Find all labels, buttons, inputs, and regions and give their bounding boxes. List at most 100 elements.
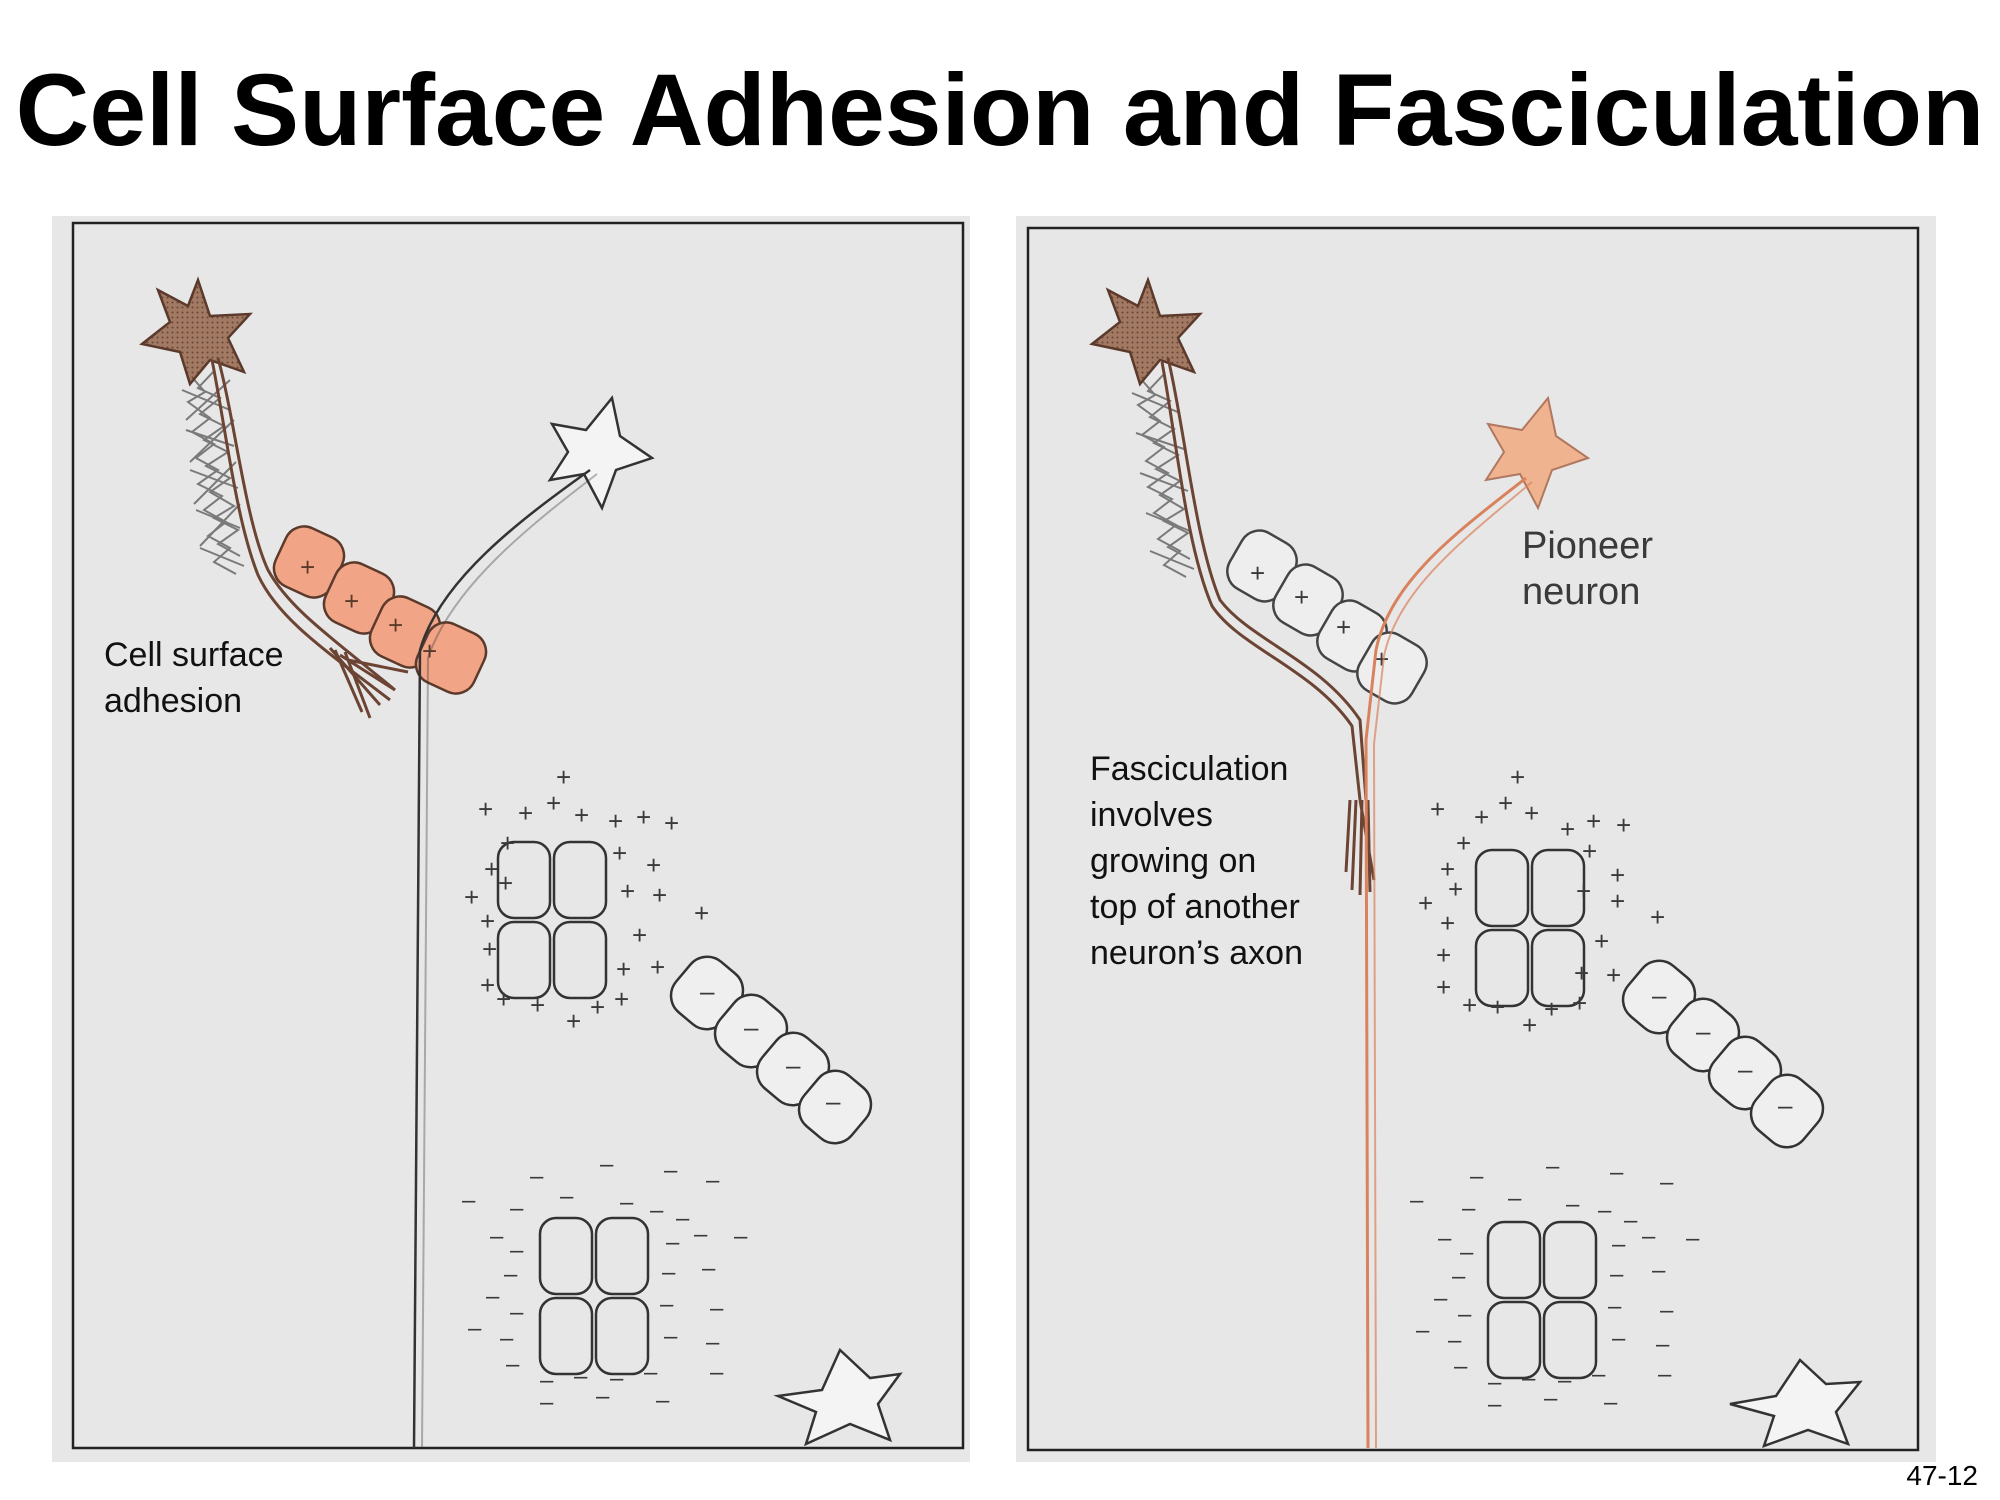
positive-charges: +++++ +++++ +++++ +++++ +++++ +++ — [464, 762, 709, 1036]
svg-text:–: – — [1546, 1153, 1560, 1180]
pioneer-neuron-label-line2: neuron — [1522, 571, 1640, 613]
svg-text:–: – — [694, 1221, 708, 1248]
adhesion-cell-chain: + + + + — [272, 525, 488, 695]
fasciculation-label-line5: neuron’s axon — [1090, 934, 1303, 972]
svg-text:+: + — [1576, 876, 1591, 906]
svg-text:–: – — [1660, 1297, 1674, 1324]
svg-text:–: – — [1434, 1285, 1448, 1312]
fasciculation-label-line4: top of another — [1090, 888, 1300, 926]
svg-text:–: – — [1612, 1231, 1626, 1258]
svg-text:–: – — [1738, 1054, 1753, 1084]
target-cell-star — [1729, 1358, 1863, 1449]
svg-text:–: – — [1778, 1090, 1793, 1120]
svg-text:+: + — [574, 800, 589, 830]
svg-text:+: + — [614, 984, 629, 1014]
fasciculation-label-line1: Fasciculation — [1090, 750, 1288, 788]
svg-text:–: – — [510, 1237, 524, 1264]
svg-text:+: + — [1616, 810, 1631, 840]
growth-cone — [1344, 799, 1376, 896]
svg-text:–: – — [510, 1299, 524, 1326]
svg-text:+: + — [480, 970, 495, 1000]
svg-text:+: + — [1456, 828, 1471, 858]
negative-charges: ––––– ––––– ––––– ––––– ––––– ––––– ––––… — [462, 1151, 748, 1416]
svg-text:–: – — [1416, 1317, 1430, 1344]
svg-text:+: + — [1510, 762, 1525, 792]
svg-text:–: – — [1488, 1391, 1502, 1418]
svg-text:+: + — [1436, 972, 1451, 1002]
svg-text:–: – — [1652, 980, 1667, 1010]
svg-text:+: + — [608, 806, 623, 836]
svg-text:–: – — [1460, 1239, 1474, 1266]
svg-text:–: – — [1610, 1261, 1624, 1288]
svg-text:–: – — [664, 1157, 678, 1184]
svg-text:–: – — [1686, 1225, 1700, 1252]
positive-cell-cluster — [1474, 848, 1586, 1008]
svg-text:+: + — [1498, 788, 1513, 818]
svg-text:–: – — [1448, 1327, 1462, 1354]
slide-number: 47-12 — [1906, 1460, 1978, 1491]
svg-text:+: + — [556, 762, 571, 792]
svg-text:–: – — [574, 1363, 588, 1390]
svg-text:+: + — [1610, 886, 1625, 916]
following-neuron — [1089, 276, 1376, 896]
svg-text:+: + — [590, 992, 605, 1022]
right-panel: ++++ +++++ +++++ +++++ +++++ +++++ +++ — [1016, 216, 1936, 1462]
svg-text:+: + — [1586, 806, 1601, 836]
svg-text:–: – — [656, 1387, 670, 1414]
svg-text:–: – — [660, 1291, 674, 1318]
svg-text:–: – — [734, 1223, 748, 1250]
svg-text:–: – — [706, 1329, 720, 1356]
right-panel-frame — [1026, 226, 1920, 1452]
svg-text:–: – — [1598, 1197, 1612, 1224]
svg-text:+: + — [1440, 908, 1455, 938]
growth-cone — [328, 647, 409, 719]
cell-surface-adhesion-label-line1: Cell surface — [104, 636, 284, 674]
svg-text:–: – — [1592, 1361, 1606, 1388]
svg-text:–: – — [1438, 1225, 1452, 1252]
svg-text:–: – — [1544, 1385, 1558, 1412]
svg-text:–: – — [710, 1295, 724, 1322]
svg-text:–: – — [710, 1359, 724, 1386]
svg-text:+: + — [1524, 798, 1539, 828]
svg-text:+: + — [1474, 802, 1489, 832]
svg-text:–: – — [1470, 1163, 1484, 1190]
pioneer-neuron-label-line1: Pioneer — [1522, 525, 1653, 567]
svg-text:–: – — [504, 1261, 518, 1288]
svg-text:–: – — [510, 1195, 524, 1222]
svg-text:–: – — [1454, 1353, 1468, 1380]
svg-text:–: – — [1522, 1365, 1536, 1392]
left-panel-background — [52, 216, 970, 1462]
svg-text:+: + — [500, 828, 515, 858]
svg-text:+: + — [612, 838, 627, 868]
negative-cell-cluster — [538, 1216, 650, 1376]
svg-text:–: – — [1656, 1331, 1670, 1358]
adhesion-cell-chain — [1226, 529, 1428, 705]
svg-text:–: – — [700, 976, 715, 1006]
svg-text:+: + — [646, 850, 661, 880]
svg-text:–: – — [1566, 1191, 1580, 1218]
slide-title: Cell Surface Adhesion and Fasciculation — [15, 53, 1985, 167]
svg-text:–: – — [560, 1183, 574, 1210]
svg-text:+: + — [616, 954, 631, 984]
svg-text:+: + — [1294, 582, 1309, 612]
neuron-cell-body — [1089, 276, 1203, 387]
svg-text:+: + — [478, 794, 493, 824]
svg-text:–: – — [1558, 1367, 1572, 1394]
svg-text:–: – — [1604, 1389, 1618, 1416]
svg-text:+: + — [1448, 874, 1463, 904]
svg-text:–: – — [620, 1189, 634, 1216]
svg-text:+: + — [1440, 854, 1455, 884]
svg-text:–: – — [644, 1359, 658, 1386]
svg-text:+: + — [1336, 612, 1351, 642]
svg-text:+: + — [1610, 860, 1625, 890]
svg-text:+: + — [1572, 988, 1587, 1018]
svg-text:+: + — [464, 882, 479, 912]
svg-text:–: – — [468, 1315, 482, 1342]
svg-text:–: – — [530, 1163, 544, 1190]
svg-text:+: + — [620, 876, 635, 906]
neuron-cell-body — [139, 276, 253, 387]
extracellular-matrix — [1131, 372, 1195, 578]
adhering-neuron — [139, 276, 409, 719]
svg-text:–: – — [506, 1351, 520, 1378]
